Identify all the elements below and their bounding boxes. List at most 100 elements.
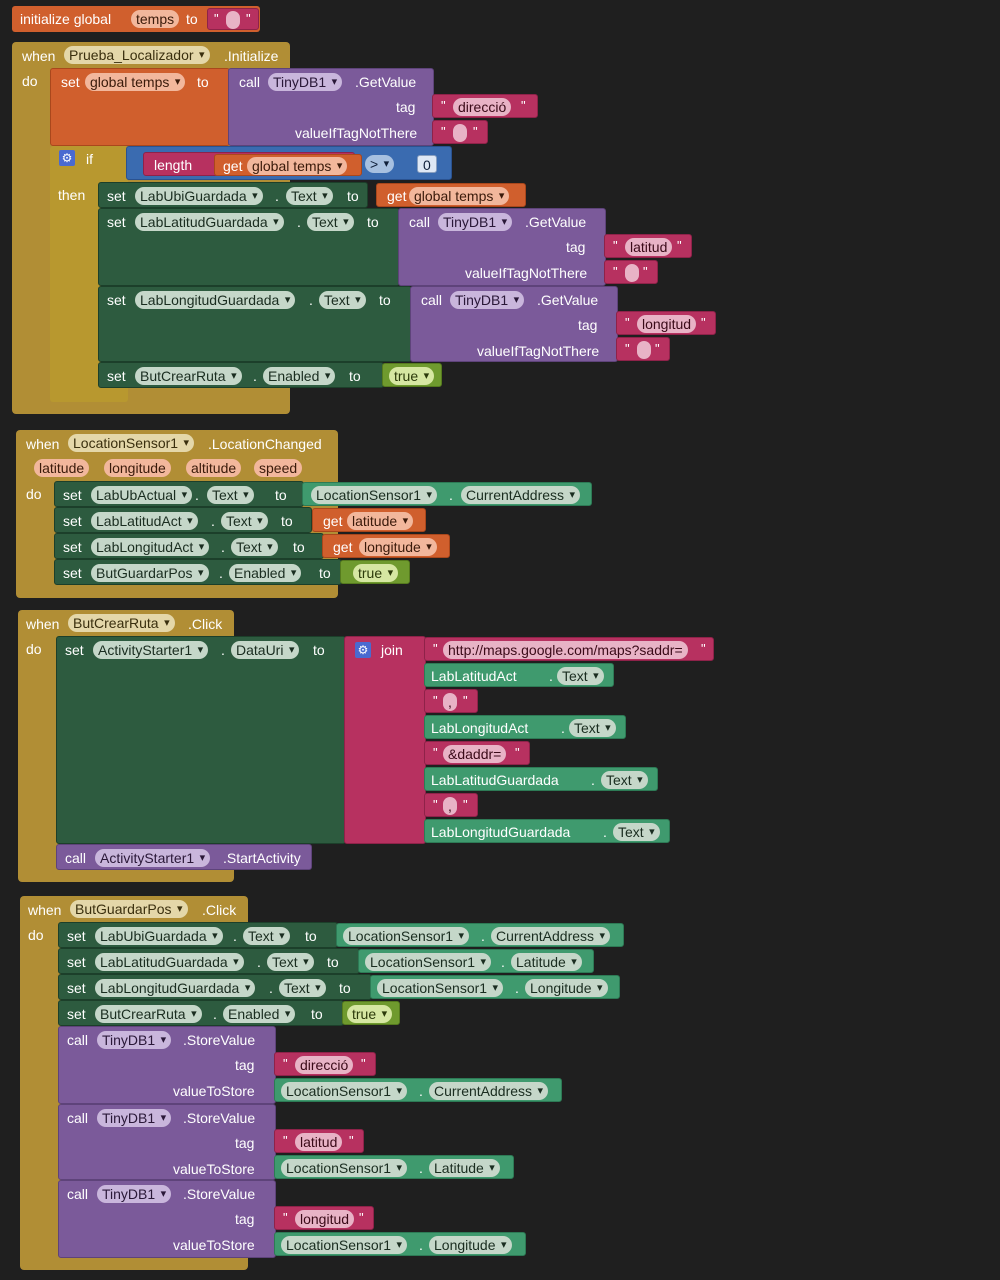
true-block-2[interactable]: true <box>340 560 410 584</box>
storevalue-latitud-block[interactable]: call TinyDB1 .StoreValue tag valueToStor… <box>58 1104 276 1180</box>
gp-set-butcrearruta-enabled-block[interactable]: set ButCrearRuta . Enabled to <box>58 1000 344 1026</box>
store3-value-prop[interactable]: Longitude <box>429 1236 512 1254</box>
latitud-default-value[interactable] <box>625 264 639 282</box>
store3-tag-value[interactable]: longitud <box>295 1210 355 1228</box>
compare-block[interactable]: length get global temps > 0 <box>126 146 452 180</box>
loc-row1-value-prop[interactable]: CurrentAddress <box>461 486 581 504</box>
set-lablongitudguardada-block[interactable]: set LabLongitudGuardada . Text to <box>98 286 412 362</box>
join-item-lablatitudguardada[interactable]: LabLatitudGuardada . Text <box>424 767 658 791</box>
join-item-url[interactable]: " http://maps.google.com/maps?saddr= " <box>424 637 714 661</box>
join-item-comma-1[interactable]: " , " <box>424 689 478 713</box>
if-get-var-dropdown[interactable]: global temps <box>247 157 348 175</box>
getvalue-db-dropdown[interactable]: TinyDB1 <box>268 73 343 91</box>
datauri-component[interactable]: ActivityStarter1 <box>93 641 209 659</box>
if-get-var-block[interactable]: get global temps <box>214 154 362 176</box>
then-row2-component[interactable]: LabLatitudGuardada <box>135 213 284 231</box>
loc-row3-prop[interactable]: Text <box>231 538 278 556</box>
gp-row2-getter[interactable]: LocationSensor1 . Latitude <box>358 949 594 973</box>
set-lablatitudact-block[interactable]: set LabLatitudAct . Text to <box>54 507 312 533</box>
join-item6-prop[interactable]: Text <box>601 771 648 789</box>
getvalue-latitud-block[interactable]: call TinyDB1 .GetValue tag valueIfTagNot… <box>398 208 606 286</box>
join-daddr-value[interactable]: &daddr= <box>443 745 507 763</box>
compare-number[interactable]: 0 <box>417 155 437 173</box>
gp-set-lablatitudguardada-block[interactable]: set LabLatitudGuardada . Text to <box>58 948 360 974</box>
then-row4-component[interactable]: ButCrearRuta <box>135 367 242 385</box>
store3-tag-string-block[interactable]: " longitud " <box>274 1206 374 1230</box>
longitud-default-string-block[interactable]: " " <box>616 337 670 361</box>
set-butguardarpos-enabled-block[interactable]: set ButGuardarPos . Enabled to <box>54 559 342 585</box>
store2-value-prop[interactable]: Latitude <box>429 1159 500 1177</box>
call-startactivity-block[interactable]: call ActivityStarter1 .StartActivity <box>56 844 312 870</box>
loc-row3-component[interactable]: LabLongitudAct <box>91 538 210 556</box>
param-altitude[interactable]: altitude <box>186 459 242 477</box>
get-latitude-dropdown[interactable]: latitude <box>347 512 414 530</box>
gp-set-labubiguardada-block[interactable]: set LabUbiGuardada . Text to <box>58 922 338 948</box>
set-butcrearruta-enabled-block[interactable]: set ButCrearRuta . Enabled to <box>98 362 384 388</box>
longitud-default-value[interactable] <box>637 341 651 359</box>
true-block-1[interactable]: true <box>382 363 442 387</box>
compare-op-dropdown[interactable]: > <box>365 155 395 173</box>
join-item4-prop[interactable]: Text <box>569 719 616 737</box>
then-row1-component[interactable]: LabUbiGuardada <box>135 187 263 205</box>
store1-tag-string-block[interactable]: " direcció " <box>274 1052 376 1076</box>
join-item-lablongitudguardada[interactable]: LabLongitudGuardada . Text <box>424 819 670 843</box>
join-comma1-value[interactable]: , <box>443 693 457 711</box>
then-row3-prop[interactable]: Text <box>319 291 366 309</box>
global-var-name[interactable]: temps <box>131 10 180 28</box>
join-item2-prop[interactable]: Text <box>557 667 604 685</box>
storevalue-longitud-block[interactable]: call TinyDB1 .StoreValue tag valueToStor… <box>58 1180 276 1258</box>
store1-value-getter[interactable]: LocationSensor1 . CurrentAddress <box>274 1078 562 1102</box>
loc-row2-component[interactable]: LabLatitudAct <box>91 512 198 530</box>
latitud-tag-value[interactable]: latitud <box>625 238 673 256</box>
getvalue-longitud-block[interactable]: call TinyDB1 .GetValue tag valueIfTagNot… <box>410 286 618 362</box>
true-dropdown-3[interactable]: true <box>347 1005 393 1023</box>
storevalue-direccio-block[interactable]: call TinyDB1 .StoreValue tag valueToStor… <box>58 1026 276 1104</box>
param-speed[interactable]: speed <box>254 459 303 477</box>
init-global-block[interactable]: initialize global temps to " " <box>12 6 260 32</box>
latitud-default-string-block[interactable]: " " <box>604 260 658 284</box>
store2-value-component[interactable]: LocationSensor1 <box>281 1159 408 1177</box>
gp-row3-value-prop[interactable]: Longitude <box>525 979 608 997</box>
join-item-lablatitudact[interactable]: LabLatitudAct . Text <box>424 663 614 687</box>
store2-value-getter[interactable]: LocationSensor1 . Latitude <box>274 1155 514 1179</box>
true-dropdown-2[interactable]: true <box>353 564 399 582</box>
store2-db-dropdown[interactable]: TinyDB1 <box>97 1109 172 1127</box>
gp-row2-prop[interactable]: Text <box>267 953 314 971</box>
loc-row1-component[interactable]: LabUbActual <box>91 486 193 504</box>
guardarpos-component-dropdown[interactable]: ButGuardarPos <box>70 900 188 918</box>
gp-row2-value-prop[interactable]: Latitude <box>511 953 582 971</box>
then-row4-prop[interactable]: Enabled <box>263 367 336 385</box>
true-dropdown-1[interactable]: true <box>389 367 435 385</box>
set-var-dropdown[interactable]: global temps <box>85 73 186 91</box>
gear-icon[interactable]: ⚙ <box>355 642 371 658</box>
join-item-daddr[interactable]: " &daddr= " <box>424 741 530 765</box>
length-block[interactable]: length get global temps <box>143 152 362 176</box>
join-item-comma-2[interactable]: " , " <box>424 793 478 817</box>
crearruta-component-dropdown[interactable]: ButCrearRuta <box>68 614 175 632</box>
getvalue-lat-db-dropdown[interactable]: TinyDB1 <box>438 213 513 231</box>
param-latitude[interactable]: latitude <box>34 459 90 477</box>
set-labubiguardada-block[interactable]: set LabUbiGuardada . Text to <box>98 182 368 208</box>
join-item-lablongitudact[interactable]: LabLongitudAct . Text <box>424 715 626 739</box>
get-latitude-block[interactable]: get latitude <box>312 508 426 532</box>
gp-row1-prop[interactable]: Text <box>243 927 290 945</box>
store1-tag-value[interactable]: direcció <box>295 1056 354 1074</box>
get-longitude-dropdown[interactable]: longitude <box>359 538 437 556</box>
loc-row4-prop[interactable]: Enabled <box>229 564 302 582</box>
init-string-value[interactable] <box>226 11 240 29</box>
store1-db-dropdown[interactable]: TinyDB1 <box>97 1031 172 1049</box>
loc-row4-component[interactable]: ButGuardarPos <box>91 564 209 582</box>
store3-value-component[interactable]: LocationSensor1 <box>281 1236 408 1254</box>
longitud-tag-string-block[interactable]: " longitud " <box>616 311 716 335</box>
get-longitude-block[interactable]: get longitude <box>322 534 450 558</box>
store3-value-getter[interactable]: LocationSensor1 . Longitude <box>274 1232 526 1256</box>
gp-set-lablongitudguardada-block[interactable]: set LabLongitudGuardada . Text to <box>58 974 372 1000</box>
gear-icon[interactable]: ⚙ <box>59 150 75 166</box>
location-component-dropdown[interactable]: LocationSensor1 <box>68 434 195 452</box>
gp-row3-getter[interactable]: LocationSensor1 . Longitude <box>370 975 620 999</box>
set-activitystarter-datauri-block[interactable]: set ActivityStarter1 . DataUri to <box>56 636 346 844</box>
then-row1-prop[interactable]: Text <box>286 187 333 205</box>
store1-value-component[interactable]: LocationSensor1 <box>281 1082 408 1100</box>
getvalue-lon-db-dropdown[interactable]: TinyDB1 <box>450 291 525 309</box>
then-get-var-dropdown[interactable]: global temps <box>409 187 510 205</box>
